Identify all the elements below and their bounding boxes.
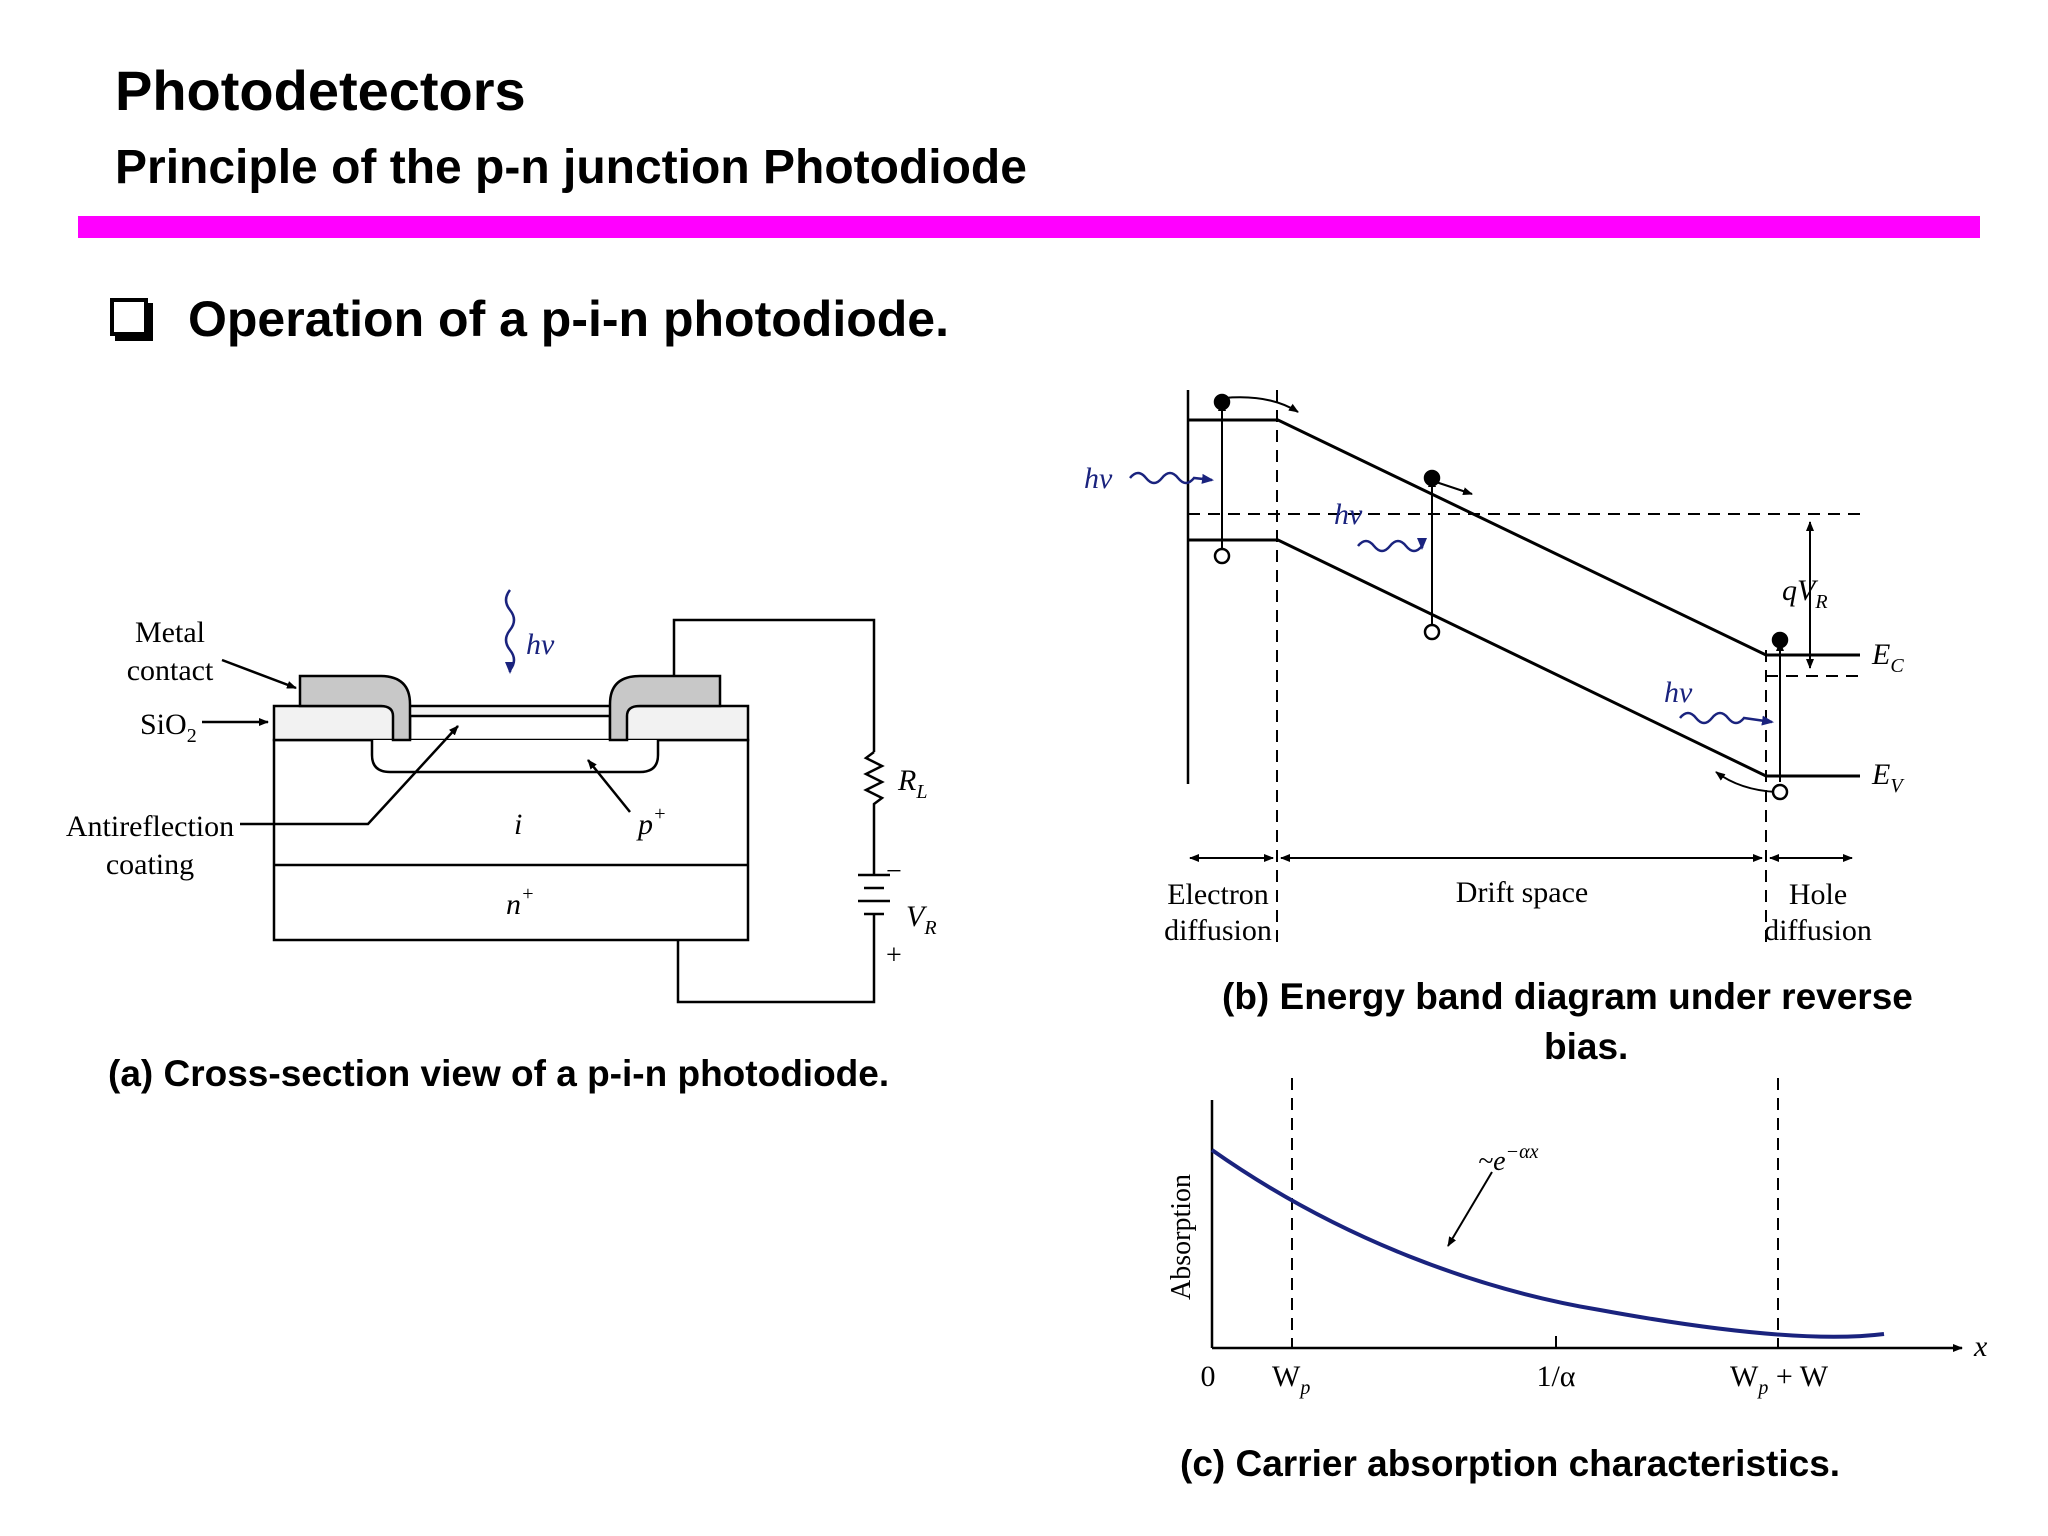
hole-motion xyxy=(1715,771,1777,793)
electron-motion-1 xyxy=(1223,396,1299,413)
resistor-rl xyxy=(863,751,885,810)
label-electron-diffusion-1: Electron xyxy=(1167,878,1269,911)
label-sio2: SiO2 xyxy=(140,708,197,747)
curve-pointer xyxy=(1447,1171,1493,1247)
caption-a: (a) Cross-section view of a p-i-n photod… xyxy=(108,1053,890,1094)
caption-b-line1: (b) Energy band diagram under reverse xyxy=(1222,976,1913,1017)
label-n-plus: n+ xyxy=(506,883,535,921)
tick-label-wpw: Wp + W xyxy=(1730,1360,1829,1399)
label-hv-b1: hν xyxy=(1084,462,1113,495)
hole-1 xyxy=(1213,547,1231,565)
page-title: Photodetectors xyxy=(115,59,526,122)
electron-1 xyxy=(1213,393,1231,411)
hole-3 xyxy=(1771,783,1789,801)
label-i: i xyxy=(514,808,522,841)
label-hv-b3: hν xyxy=(1664,676,1693,709)
label-curve: ~e−αx xyxy=(1478,1141,1539,1177)
label-hv-a: hν xyxy=(526,628,555,661)
label-drift-space: Drift space xyxy=(1456,876,1588,909)
label-ev: EV xyxy=(1871,758,1905,797)
label-electron-diffusion-2: diffusion xyxy=(1164,914,1272,947)
carriers xyxy=(1213,393,1789,801)
electron-3 xyxy=(1771,631,1789,649)
label-rl: RL xyxy=(897,764,927,803)
metal-contact-right xyxy=(608,674,722,742)
figure-b-band-diagram xyxy=(1186,390,1866,948)
label-x: x xyxy=(1973,1330,1988,1363)
antireflection-layer xyxy=(408,714,612,742)
electron-2 xyxy=(1423,469,1441,487)
label-hv-b2: hν xyxy=(1334,498,1363,531)
checkbox-bullet-icon xyxy=(110,298,148,336)
photon-arrow-b1 xyxy=(1129,471,1214,485)
antireflection-pointer xyxy=(240,725,459,826)
caption-b-line2: bias. xyxy=(1544,1026,1629,1067)
photon-arrow-b3 xyxy=(1679,711,1774,726)
label-qvr: qVR xyxy=(1782,574,1828,613)
label-vr: VR xyxy=(906,900,937,939)
photon-arrow-a xyxy=(504,589,516,674)
p-plus-region xyxy=(370,740,660,774)
caption-c: (c) Carrier absorption characteristics. xyxy=(1180,1443,1841,1484)
tick-label-alpha: 1/α xyxy=(1536,1360,1575,1393)
i-layer xyxy=(272,738,750,942)
label-metal-1: Metal xyxy=(135,616,205,649)
tick-label-0: 0 xyxy=(1201,1360,1216,1393)
header-divider xyxy=(78,216,1980,238)
label-metal-2: contact xyxy=(127,654,214,687)
metal-contact-left xyxy=(298,674,412,742)
figure-c-absorption xyxy=(1210,1078,1963,1352)
figure-a-cross-section xyxy=(202,618,890,1004)
label-antireflection-2: coating xyxy=(106,848,194,881)
page-subtitle: Principle of the p-n junction Photodiode xyxy=(115,141,1027,194)
conduction-band xyxy=(1188,418,1860,657)
label-p-plus: p+ xyxy=(636,803,667,841)
wire-top xyxy=(672,618,876,752)
valence-band xyxy=(1188,538,1860,778)
label-antireflection-1: Antireflection xyxy=(66,810,234,843)
label-battery-minus: − xyxy=(886,856,902,887)
label-absorption: Absorption xyxy=(1166,1174,1197,1300)
bullet-heading: Operation of a p-i-n photodiode. xyxy=(188,291,950,347)
label-hole-diffusion-1: Hole xyxy=(1789,878,1847,911)
hole-2 xyxy=(1423,623,1441,641)
photon-arrow-b2 xyxy=(1357,538,1427,553)
absorption-curve xyxy=(1210,1148,1885,1339)
label-ec: EC xyxy=(1871,638,1904,677)
tick-label-wp: Wp xyxy=(1272,1360,1310,1399)
electron-motion-2 xyxy=(1435,481,1473,495)
metal-contact-pointer xyxy=(221,658,297,690)
label-battery-plus: + xyxy=(886,940,902,971)
label-hole-diffusion-2: diffusion xyxy=(1764,914,1872,947)
p-plus-pointer xyxy=(587,759,631,813)
wire-bottom xyxy=(676,940,876,1004)
